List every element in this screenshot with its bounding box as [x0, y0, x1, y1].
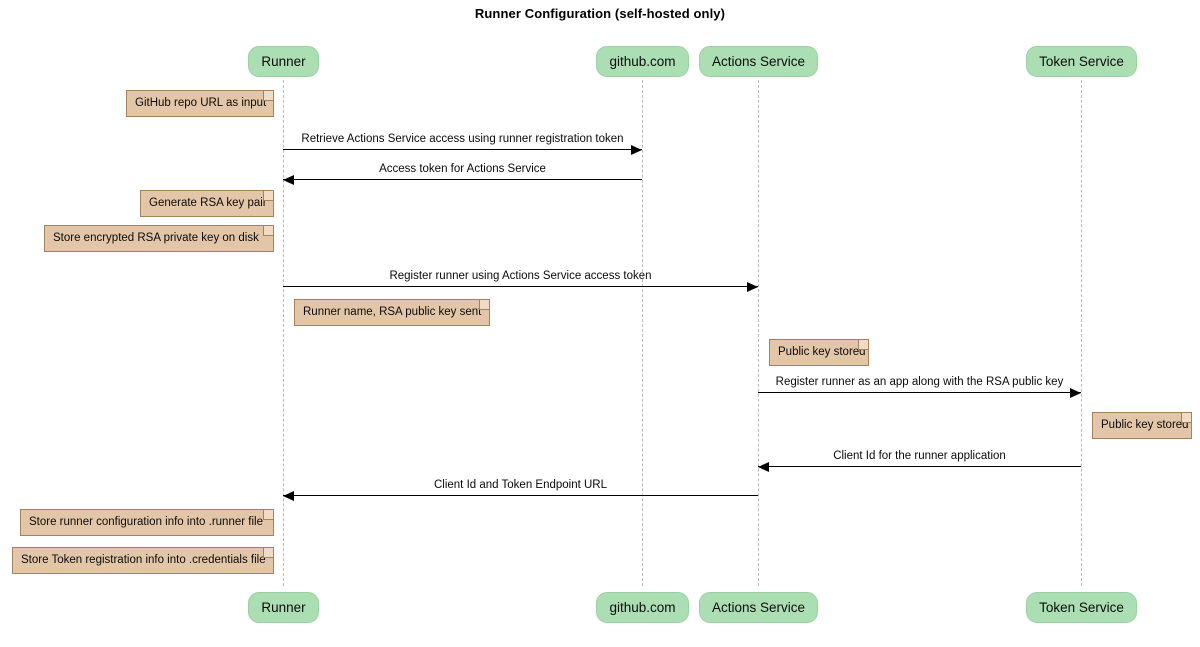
lifeline-actions [758, 80, 759, 586]
note-7: Store Token registration info into .cred… [12, 547, 274, 574]
message-label-3: Register runner as an app along with the… [775, 376, 1064, 388]
page-title: Runner Configuration (self-hosted only) [474, 6, 726, 21]
message-label-1: Access token for Actions Service [379, 163, 546, 175]
participant-runner-top[interactable]: Runner [248, 46, 319, 77]
note-fold-icon [858, 340, 868, 350]
note-2: Store encrypted RSA private key on disk [44, 225, 274, 252]
lifeline-runner [283, 80, 284, 586]
note-0: GitHub repo URL as input [126, 90, 274, 117]
message-line-2 [283, 286, 758, 287]
note-1: Generate RSA key pair [140, 190, 274, 217]
note-5: Public key stored [1092, 412, 1192, 439]
arrowhead-right-3 [1070, 387, 1081, 398]
arrowhead-right-2 [747, 281, 758, 292]
note-fold-icon [263, 548, 273, 558]
message-label-5: Client Id and Token Endpoint URL [433, 479, 608, 491]
note-fold-icon [263, 191, 273, 201]
note-6: Store runner configuration info into .ru… [20, 509, 274, 536]
participant-github-top[interactable]: github.com [596, 46, 689, 77]
note-label: Runner name, RSA public key sent [303, 305, 482, 318]
note-fold-icon [263, 91, 273, 101]
message-line-4 [758, 466, 1081, 467]
note-label: GitHub repo URL as input [135, 96, 267, 109]
note-label: Store encrypted RSA private key on disk [53, 231, 259, 244]
participant-token-bottom[interactable]: Token Service [1026, 592, 1137, 623]
participant-token-top[interactable]: Token Service [1026, 46, 1137, 77]
note-fold-icon [1181, 413, 1191, 423]
participant-actions-bottom[interactable]: Actions Service [699, 592, 818, 623]
message-line-3 [758, 392, 1081, 393]
note-label: Store runner configuration info into .ru… [29, 515, 263, 528]
participant-actions-top[interactable]: Actions Service [699, 46, 818, 77]
lifeline-token [1081, 80, 1082, 586]
note-label: Store Token registration info into .cred… [21, 553, 266, 566]
note-fold-icon [263, 510, 273, 520]
note-4: Public key stored [769, 339, 869, 366]
note-label: Public key stored [1101, 418, 1189, 431]
message-label-4: Client Id for the runner application [833, 450, 1006, 462]
note-fold-icon [479, 300, 489, 310]
participant-github-bottom[interactable]: github.com [596, 592, 689, 623]
arrowhead-left-1 [283, 174, 294, 185]
participant-runner-bottom[interactable]: Runner [248, 592, 319, 623]
message-label-2: Register runner using Actions Service ac… [389, 270, 652, 282]
message-line-5 [283, 495, 758, 496]
arrowhead-left-4 [758, 461, 769, 472]
note-label: Generate RSA key pair [149, 196, 267, 209]
note-fold-icon [263, 226, 273, 236]
note-3: Runner name, RSA public key sent [294, 299, 490, 326]
lifeline-github [642, 80, 643, 586]
arrowhead-right-0 [631, 144, 642, 155]
arrowhead-left-5 [283, 490, 294, 501]
message-line-1 [283, 179, 642, 180]
message-line-0 [283, 149, 642, 150]
note-label: Public key stored [778, 345, 866, 358]
message-label-0: Retrieve Actions Service access using ru… [301, 133, 624, 145]
